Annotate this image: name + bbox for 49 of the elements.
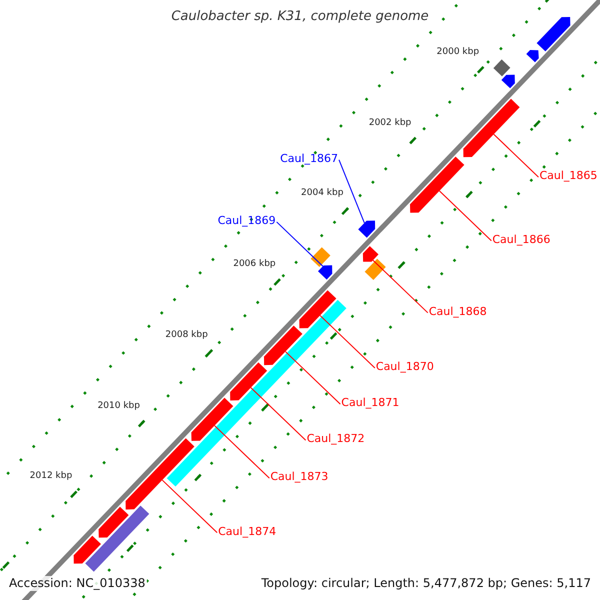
gene-label: Caul_1869 — [218, 214, 276, 228]
leader-line — [493, 134, 539, 178]
gene-feature — [364, 258, 386, 280]
leader-line — [284, 351, 341, 405]
footer-text: Topology: circular; Length: 5,477,872 bp; Genes: 5,117 — [259, 576, 593, 592]
scale-label: 2010 kbp — [98, 402, 140, 412]
scale-label: 2000 kbp — [436, 48, 480, 58]
gene-feature — [299, 290, 336, 328]
scale-label: 2012 kbp — [30, 472, 72, 482]
leader-line — [372, 260, 428, 314]
gene-feature — [230, 362, 268, 400]
gene-feature — [493, 59, 510, 76]
gene-label: Caul_1871 — [341, 397, 400, 410]
gene-feature — [463, 98, 520, 158]
gene-label: Caul_1866 — [492, 234, 550, 246]
leader-line — [338, 159, 365, 224]
gene-feature — [410, 156, 464, 213]
gene-label: Caul_1874 — [218, 526, 276, 538]
gene-feature — [318, 265, 332, 280]
gene-feature — [126, 438, 194, 510]
scale-label: 2004 kbp — [301, 189, 344, 200]
gene-feature — [501, 74, 515, 88]
gene-feature — [362, 246, 378, 262]
scale-label: 2002 kbp — [368, 118, 412, 129]
scale-label: 2008 kbp — [165, 330, 208, 341]
footer-text: Accession: NC_010338 — [7, 576, 148, 592]
gene-feature — [526, 50, 539, 62]
leader-line — [250, 387, 306, 441]
leader-line — [320, 314, 376, 369]
gene-feature — [536, 17, 570, 52]
gene-feature — [85, 506, 150, 572]
gene-feature — [98, 506, 129, 538]
leader-line — [214, 425, 270, 479]
gene-feature — [358, 220, 376, 238]
scale-label: 2006 kbp — [233, 260, 276, 270]
gene-feature — [191, 398, 234, 441]
gene-label: Caul_1872 — [306, 433, 365, 446]
gene-feature — [310, 247, 330, 267]
gene-label: Caul_1870 — [376, 361, 434, 374]
gene-label: Caul_1873 — [270, 471, 328, 484]
gene-feature — [74, 536, 101, 564]
leader-line — [276, 221, 324, 267]
leader-line — [162, 480, 218, 534]
gene-label: Caul_1865 — [539, 170, 598, 182]
title: Caulobacter sp. K31, complete genome — [170, 10, 430, 24]
gene-label: Caul_1868 — [428, 306, 487, 318]
gene-label: Caul_1867 — [280, 152, 338, 165]
gene-feature — [264, 326, 302, 366]
leader-line — [438, 190, 492, 242]
